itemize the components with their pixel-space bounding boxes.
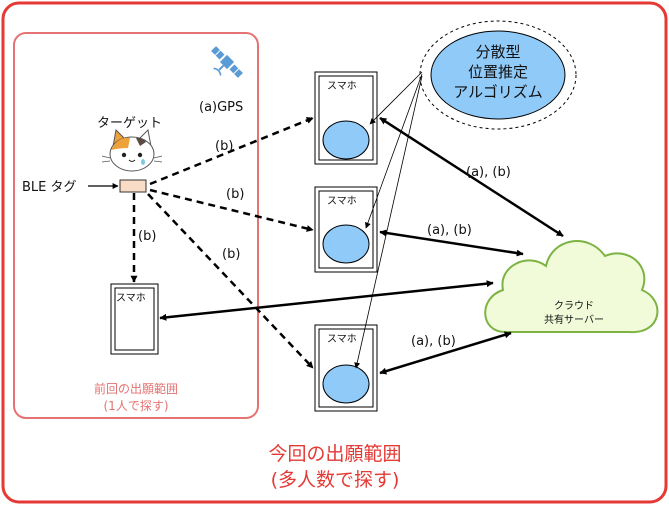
phone-2-label: スマホ: [327, 195, 357, 207]
phone-3: [314, 324, 378, 412]
phone-3-position-circle: [322, 364, 370, 404]
cloud-line1: クラウド: [554, 300, 594, 312]
satellite-icon: [211, 46, 243, 78]
arrow-phone3-cloud: [379, 331, 512, 375]
phone-2: [314, 186, 378, 273]
ab-label-phone2: (a), (b): [427, 223, 472, 238]
cloud-node: [484, 240, 659, 334]
arrow-algo-to-phone1: [369, 71, 423, 125]
phone-2-position-circle: [322, 224, 370, 264]
ble-tag: [119, 179, 147, 193]
arrow-tag-to-phone1: [149, 116, 314, 186]
b-label-phone2: (b): [226, 187, 244, 202]
algorithm-line3: アルゴリズム: [453, 83, 543, 101]
phone-3-label: スマホ: [327, 333, 357, 345]
ab-label-phone3: (a), (b): [411, 334, 456, 349]
arrow-tag-to-phone3: [147, 193, 314, 369]
phone-inner-label: スマホ: [116, 292, 146, 304]
inner-region-title-2: (1人で探す): [104, 399, 169, 413]
phone-1-label: スマホ: [327, 80, 357, 92]
gps-label: (a)GPS: [199, 100, 243, 115]
arrow-tag-to-phone2: [149, 188, 314, 232]
cloud-line2: 共有サーバー: [544, 313, 604, 326]
algorithm-line2: 位置推定: [468, 63, 528, 81]
b-label-phone1: (b): [215, 139, 233, 154]
b-label-phone3: (b): [222, 247, 240, 262]
arrow-phone2-cloud: [379, 229, 524, 257]
inner-region-title-1: 前回の出願範囲: [94, 381, 178, 396]
phone-1: [314, 71, 378, 165]
inner-region-border: [13, 32, 259, 419]
b-label-inner-phone: (b): [138, 229, 156, 244]
arrow-inner-phone-cloud: [159, 280, 494, 321]
phone-1-position-circle: [322, 120, 370, 160]
phone-inner: [110, 283, 159, 355]
ab-label-phone1: (a), (b): [466, 165, 511, 180]
algorithm-line1: 分散型: [475, 43, 520, 61]
target-label: ターゲット: [97, 116, 162, 131]
cat-face-icon: [101, 128, 163, 172]
ble-tag-label: BLE タグ: [22, 180, 77, 195]
outer-region-title-2: (多人数で探す): [271, 469, 400, 491]
outer-region-title-1: 今回の出願範囲: [268, 443, 401, 465]
arrow-phone1-cloud: [379, 116, 564, 238]
